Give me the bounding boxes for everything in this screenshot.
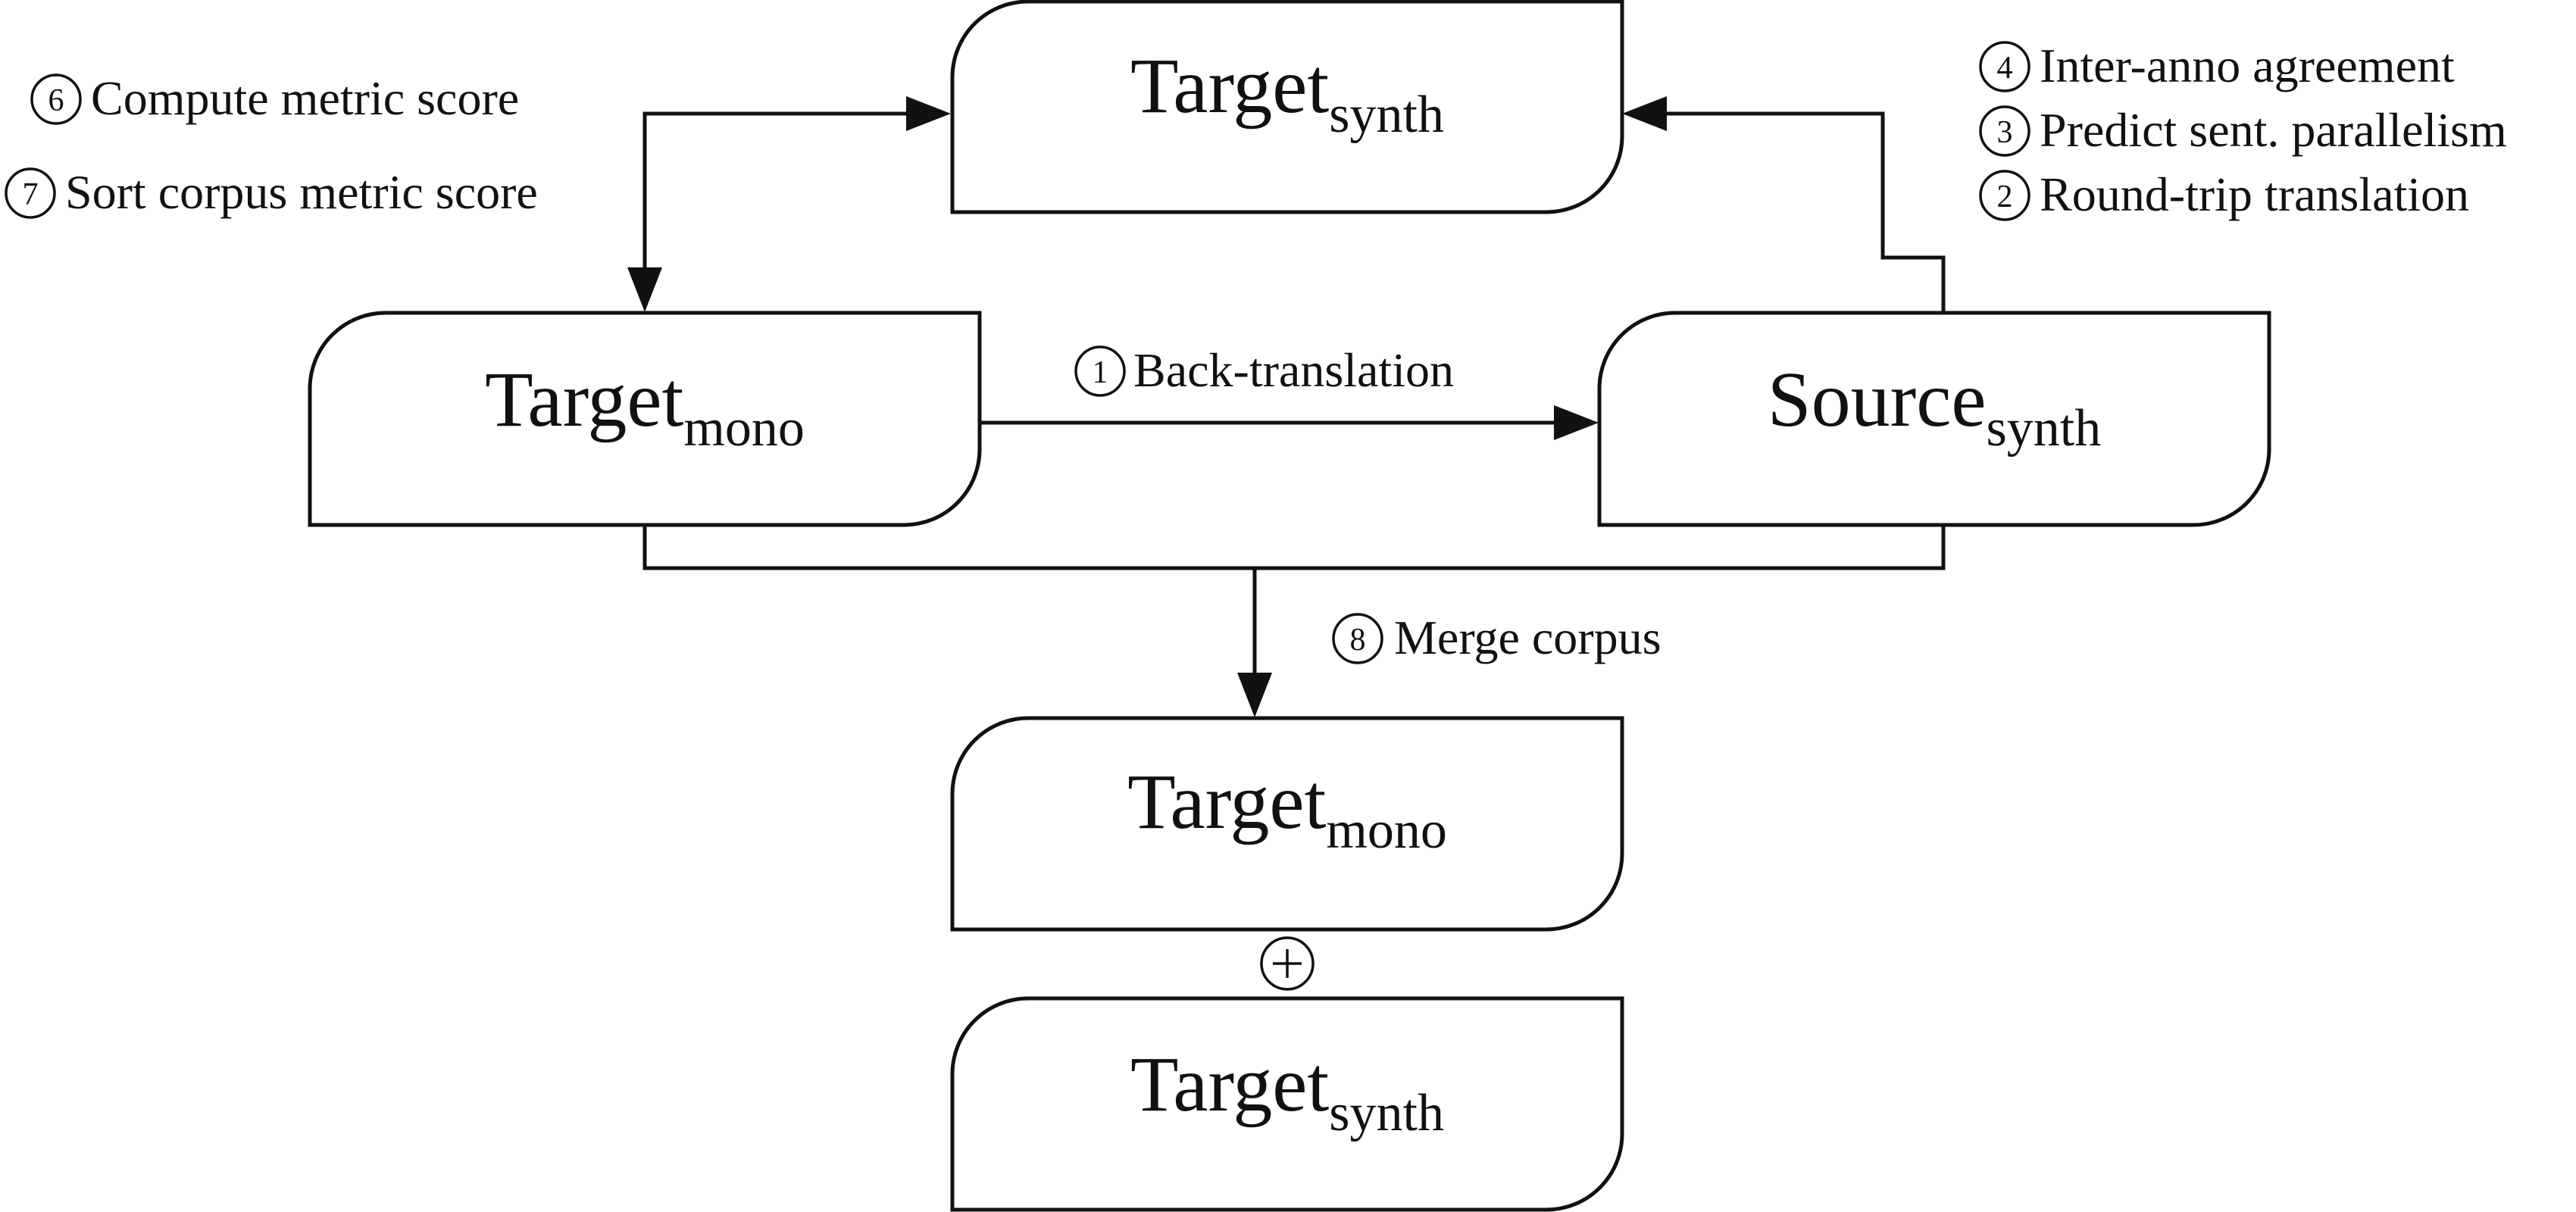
node-merged-target-mono: Targetmono [950, 716, 1624, 932]
svg-text:2: 2 [1997, 180, 2013, 214]
svg-text:Round-trip translation: Round-trip translation [2040, 167, 2469, 221]
node-target-mono-text: Targetmono [485, 356, 805, 458]
svg-text:8: 8 [1350, 623, 1366, 658]
connector-merge-bracket [642, 525, 1946, 570]
svg-text:1: 1 [1093, 355, 1108, 390]
arrowhead-into-target-synth-top [906, 96, 951, 131]
node-source-synth: Sourcesynth [1597, 311, 2271, 527]
arrowhead-into-target-synth-right [1622, 96, 1667, 131]
svg-text:6: 6 [48, 83, 64, 118]
svg-text:Sort corpus metric score: Sort corpus metric score [65, 165, 538, 219]
connector-target-mono-to-target-synth [642, 111, 909, 294]
node-target-mono: Targetmono [308, 311, 982, 527]
node-target-synth-top: Targetsynth [950, 0, 1624, 214]
plus-circle-icon [1260, 936, 1315, 991]
arrowhead-into-target-mono [627, 267, 662, 312]
node-source-synth-text: Sourcesynth [1768, 356, 2102, 458]
svg-text:4: 4 [1997, 51, 2013, 86]
step-back-translation: 1 Back-translation [1074, 343, 1454, 397]
svg-text:Merge corpus: Merge corpus [1394, 611, 1662, 664]
step-predict-parallelism: 3 Predict sent. parallelism [1979, 103, 2507, 157]
step-compute-metric: 6 Compute metric score [30, 71, 519, 125]
node-merged-target-synth-text: Targetsynth [1130, 1041, 1444, 1142]
step-inter-anno: 4 Inter-anno agreement [1979, 39, 2455, 92]
node-merged-target-synth: Targetsynth [950, 996, 1624, 1212]
step-sort-corpus: 7 Sort corpus metric score [5, 165, 538, 219]
step-merge-corpus: 8 Merge corpus [1332, 611, 1662, 664]
arrowhead-into-merged-corpus [1237, 673, 1272, 717]
arrowhead-into-source-synth [1554, 405, 1599, 440]
svg-text:7: 7 [23, 177, 39, 212]
svg-text:Compute metric score: Compute metric score [91, 71, 519, 125]
svg-text:Predict sent. parallelism: Predict sent. parallelism [2040, 103, 2507, 157]
svg-text:3: 3 [1997, 115, 2013, 150]
node-merged-target-mono-text: Targetmono [1127, 758, 1447, 860]
svg-text:Back-translation: Back-translation [1133, 343, 1454, 397]
connector-source-synth-to-target-synth [1659, 111, 1946, 312]
svg-text:Inter-anno agreement: Inter-anno agreement [2040, 39, 2455, 92]
node-target-synth-top-text: Targetsynth [1130, 42, 1444, 144]
step-round-trip: 2 Round-trip translation [1979, 167, 2469, 221]
